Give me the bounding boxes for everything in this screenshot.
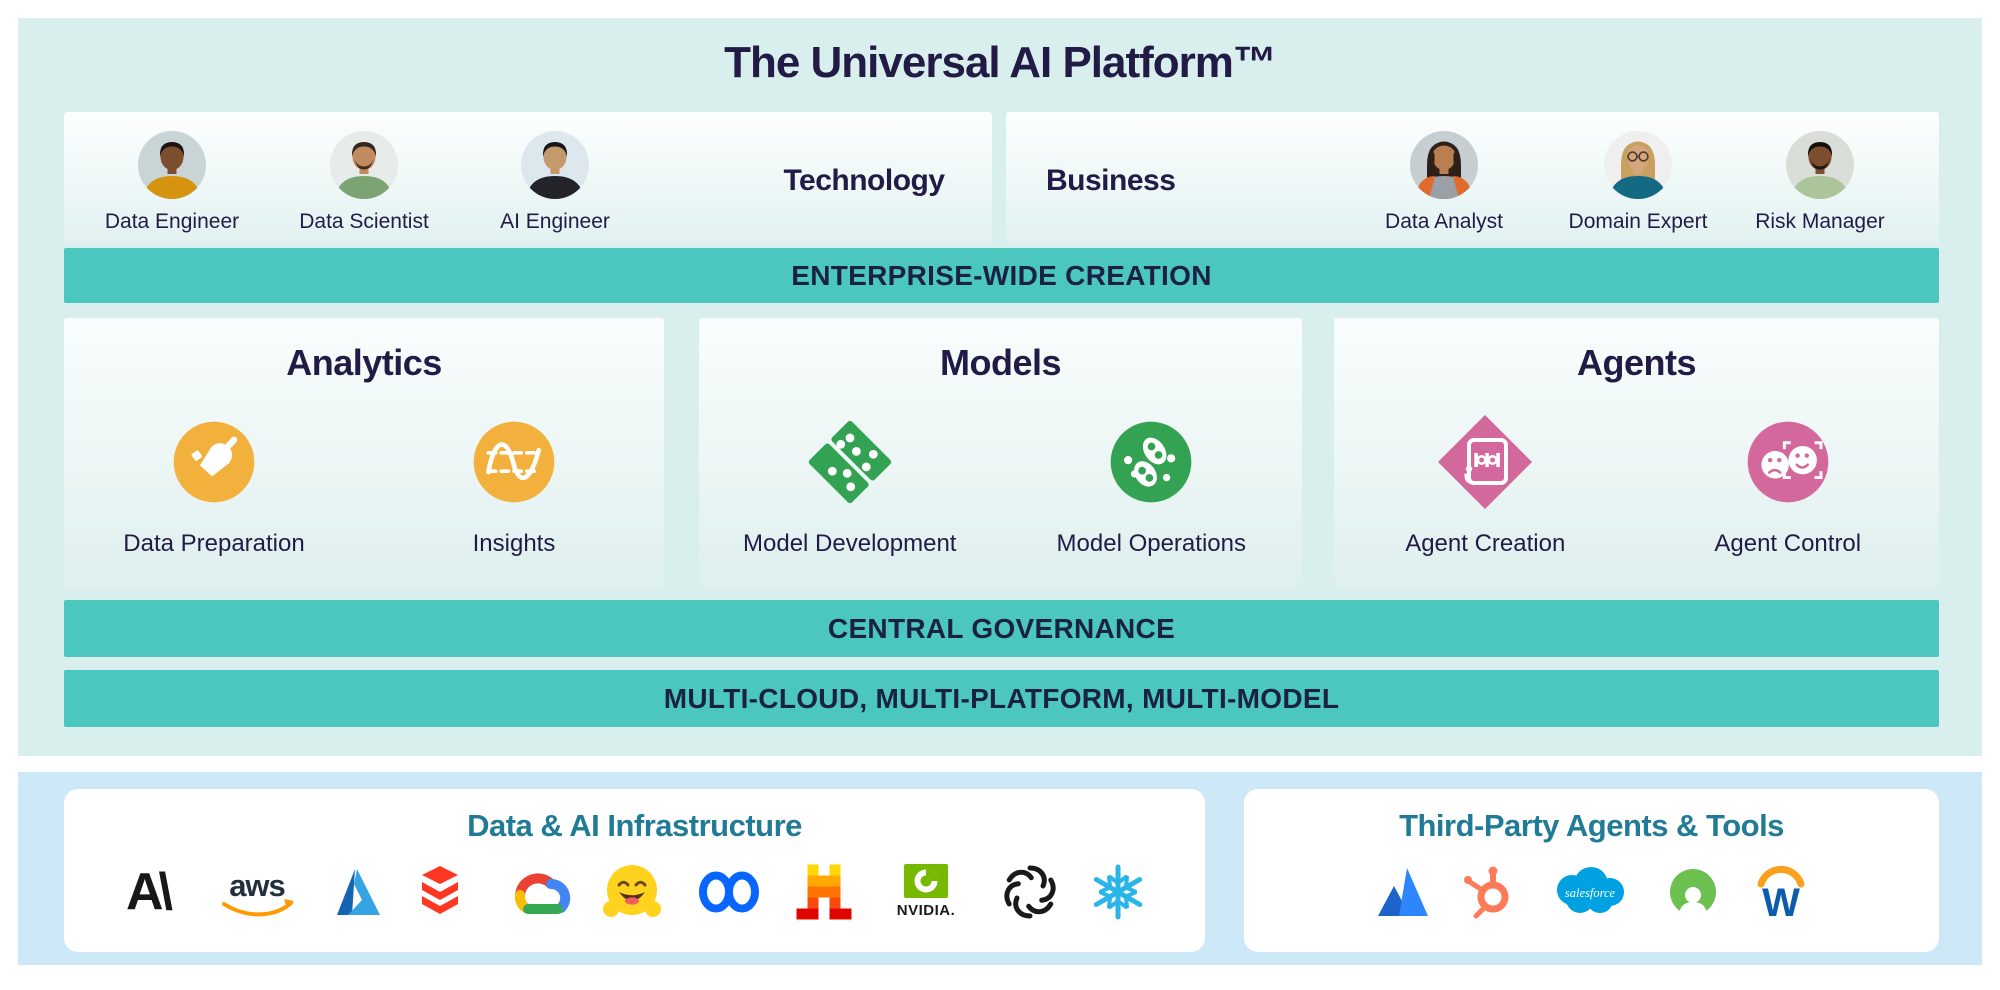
platform-panel: The Universal AI Platform™ Data Engineer… xyxy=(18,18,1982,756)
agent-chip-icon xyxy=(1435,412,1535,517)
salesforce-logo: salesforce xyxy=(1544,862,1636,922)
persona-domain-expert: Domain Expert xyxy=(1553,131,1723,234)
analytics-card: Analytics Data Preparation Insights xyxy=(64,318,664,588)
central-governance-banner: CENTRAL GOVERNANCE xyxy=(64,600,1939,657)
analytics-icons xyxy=(64,414,664,514)
third-party-tools-card: Third-Party Agents & Tools salesforce W xyxy=(1244,789,1939,952)
ai-engineer-avatar xyxy=(521,131,589,199)
snowflake-logo xyxy=(1088,862,1148,922)
page-title: The Universal AI Platform™ xyxy=(724,38,1277,87)
persona-data-analyst: Data Analyst xyxy=(1359,131,1529,234)
workday-logo: W xyxy=(1750,862,1812,922)
microsoft-azure-logo xyxy=(328,862,384,922)
anthropic-logo: A\ xyxy=(122,862,186,922)
enterprise-wide-creation-banner: ENTERPRISE-WIDE CREATION xyxy=(64,248,1939,303)
infrastructure-title: Data & AI Infrastructure xyxy=(467,808,802,843)
aws-logo: aws xyxy=(214,862,300,922)
models-title: Models xyxy=(939,342,1062,383)
hugging-face-logo xyxy=(602,862,662,922)
third-party-tools-title: Third-Party Agents & Tools xyxy=(1399,808,1784,843)
persona-label: AI Engineer xyxy=(500,210,610,233)
databricks-logo xyxy=(412,862,468,922)
mistral-ai-logo xyxy=(796,862,852,922)
nvidia-logo: NVIDIA. xyxy=(880,862,972,922)
insights-label: Insights xyxy=(472,530,556,557)
domain-expert-avatar xyxy=(1604,131,1672,199)
persona-label: Risk Manager xyxy=(1755,210,1885,233)
data-preparation-label: Data Preparation xyxy=(123,530,305,557)
trend-wave-icon xyxy=(470,418,558,511)
tools-logo-row: salesforce W xyxy=(1244,856,1939,928)
model-operations-label: Model Operations xyxy=(1056,530,1246,557)
models-card: Models Model Development Model Operation… xyxy=(699,318,1302,588)
svg-text:salesforce: salesforce xyxy=(1564,886,1615,900)
multi-cloud-banner: MULTI-CLOUD, MULTI-PLATFORM, MULTI-MODEL xyxy=(64,670,1939,727)
svg-text:NVIDIA.: NVIDIA. xyxy=(896,902,955,919)
persona-ai-engineer: AI Engineer xyxy=(470,131,640,234)
agents-icons xyxy=(1334,414,1939,514)
faces-icon xyxy=(1744,418,1832,511)
models-icons xyxy=(699,414,1302,514)
risk-manager-avatar xyxy=(1786,131,1854,199)
persona-label: Data Analyst xyxy=(1385,210,1503,233)
hubspot-logo xyxy=(1458,862,1516,922)
data-engineer-avatar xyxy=(138,131,206,199)
business-persona-card: Business Data Analyst Domain Expert Risk… xyxy=(1006,112,1939,244)
domino-diamond-icon xyxy=(800,412,900,517)
svg-text:A\: A\ xyxy=(126,863,173,921)
persona-label: Data Scientist xyxy=(299,210,429,233)
persona-data-engineer: Data Engineer xyxy=(87,131,257,234)
technology-group-label: Technology xyxy=(783,164,945,197)
broom-icon xyxy=(170,418,258,511)
persona-label: Domain Expert xyxy=(1568,210,1708,233)
analytics-title: Analytics xyxy=(286,342,442,383)
openai-logo xyxy=(1000,862,1060,922)
persona-label: Data Engineer xyxy=(104,210,240,233)
agents-title: Agents xyxy=(1576,342,1697,383)
business-group-label: Business xyxy=(1046,164,1176,197)
data-analyst-avatar xyxy=(1410,131,1478,199)
persona-data-scientist: Data Scientist xyxy=(279,131,449,234)
agent-control-label: Agent Control xyxy=(1714,530,1862,557)
svg-text:W: W xyxy=(1762,881,1800,922)
infrastructure-card: Data & AI Infrastructure A\ aws NVIDIA. xyxy=(64,789,1205,952)
model-development-label: Model Development xyxy=(743,530,957,557)
foundation-panel: Data & AI Infrastructure A\ aws NVIDIA. … xyxy=(18,772,1982,965)
meta-logo xyxy=(690,862,768,922)
agents-card: Agents Agent Creation Agent Control xyxy=(1334,318,1939,588)
servicenow-logo xyxy=(1664,862,1722,922)
technology-persona-card: Data Engineer Data Scientist AI Engineer… xyxy=(64,112,992,244)
persona-risk-manager: Risk Manager xyxy=(1735,131,1905,234)
svg-text:aws: aws xyxy=(229,868,285,903)
agent-creation-label: Agent Creation xyxy=(1405,530,1566,557)
data-scientist-avatar xyxy=(330,131,398,199)
google-cloud-logo xyxy=(496,862,574,922)
atlassian-logo xyxy=(1372,862,1430,922)
infrastructure-logo-row: A\ aws NVIDIA. xyxy=(64,856,1205,928)
cells-icon xyxy=(1107,418,1195,511)
